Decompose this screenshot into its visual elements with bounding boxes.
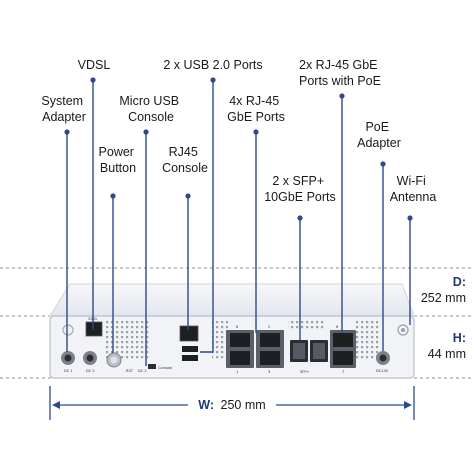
vent-grille-far-right bbox=[356, 320, 380, 360]
port-2-label: 2 bbox=[268, 325, 270, 329]
label-system-adapter: System Adapter bbox=[41, 94, 86, 124]
vent-grille-right bbox=[288, 320, 326, 330]
dcin-label: DC14V bbox=[376, 369, 389, 373]
depth-dimension: D: bbox=[453, 275, 466, 289]
label-rj45-console: RJ45 Console bbox=[162, 145, 208, 175]
dc1-jack bbox=[61, 351, 75, 365]
poe-adapter-jack bbox=[376, 351, 390, 365]
port-6-label: 6 bbox=[336, 325, 339, 329]
callout-usb bbox=[200, 80, 214, 353]
callout-dots bbox=[64, 77, 413, 221]
port-7-label: 7 bbox=[342, 370, 344, 374]
vdsl-port bbox=[85, 321, 103, 337]
label-vdsl: VDSL bbox=[78, 58, 111, 72]
label-wifi-antenna: Wi-Fi Antenna bbox=[390, 174, 437, 204]
label-power-button: Power Button bbox=[99, 145, 138, 175]
dc2-jack bbox=[83, 351, 97, 365]
micro-usb-port bbox=[148, 364, 156, 369]
wifi-antenna-core bbox=[401, 328, 405, 332]
port-1-label: 1 bbox=[236, 370, 238, 374]
depth-value: 252 mm bbox=[421, 291, 466, 305]
label-poe-ports: 2x RJ-45 GbE Ports with PoE bbox=[299, 58, 381, 88]
label-usb-ports: 2 x USB 2.0 Ports bbox=[163, 58, 262, 72]
wifi-antenna-connector bbox=[397, 324, 409, 336]
label-poe-adapter: PoE Adapter bbox=[357, 120, 401, 150]
usb-port-1 bbox=[182, 346, 198, 352]
sfp-panel-label: SFP+ bbox=[300, 370, 310, 374]
rst-label: RST bbox=[126, 369, 134, 373]
callout-lines bbox=[66, 80, 411, 366]
label-micro-usb-console: Micro USB Console bbox=[119, 94, 182, 124]
dc2-label: DC 2 bbox=[86, 369, 95, 373]
height-dimension: H: bbox=[453, 331, 466, 345]
rj45-console-port bbox=[179, 325, 199, 342]
usb-port-2 bbox=[182, 355, 198, 361]
poe-port-block bbox=[330, 330, 356, 368]
dc1-label: DC 1 bbox=[64, 369, 73, 373]
port-3-label: 3 bbox=[268, 370, 270, 374]
width-dimension: W: 250 mm bbox=[198, 398, 265, 412]
sfp-port-block bbox=[290, 340, 328, 362]
height-value: 44 mm bbox=[428, 347, 466, 361]
led-icon bbox=[62, 324, 74, 336]
console-panel-label: Console bbox=[158, 366, 173, 370]
vent-grille-mid bbox=[212, 320, 228, 360]
width-label-bg bbox=[188, 396, 276, 414]
power-button bbox=[106, 352, 122, 368]
device-top-face bbox=[49, 283, 415, 317]
gbe-port-block bbox=[226, 330, 284, 368]
port-8-label: 8 bbox=[236, 325, 239, 329]
label-sfp-ports: 2 x SFP+ 10GbE Ports bbox=[264, 174, 336, 204]
label-gbe-ports: 4x RJ-45 GbE Ports bbox=[227, 94, 285, 124]
dc2b-label: DC 2 bbox=[138, 369, 147, 373]
